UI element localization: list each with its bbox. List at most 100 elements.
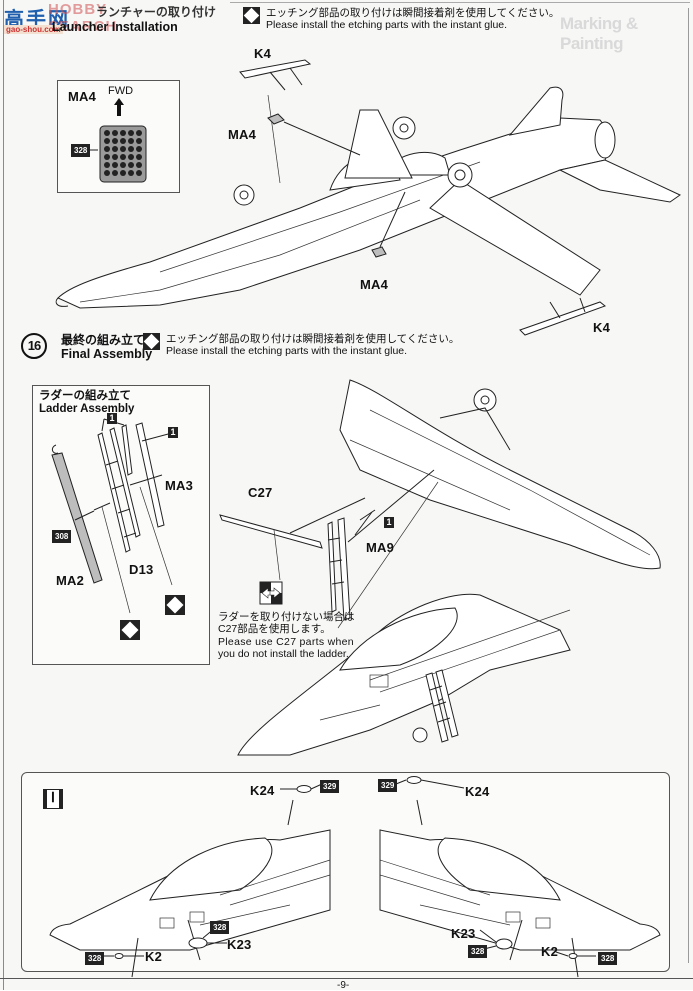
perforation-dot	[112, 154, 118, 160]
callout-ma9: MA9	[366, 540, 395, 555]
color-code-badge: 328	[598, 952, 618, 965]
aircraft-nose-right-drawing	[379, 799, 661, 978]
alt-note-en: Please use C27 parts when	[218, 636, 354, 648]
glue-note-en: Please install the etching parts with th…	[166, 345, 408, 357]
divider	[230, 2, 690, 3]
aircraft-final-drawing	[219, 379, 661, 629]
fwd-arrow-icon	[114, 98, 124, 116]
page-number: -9-	[337, 980, 350, 991]
perforation-dot	[136, 146, 142, 152]
final-title-jp: 最終の組み立て	[61, 333, 146, 347]
alt-note-jp: C27部品を使用します。	[218, 623, 331, 635]
glue-note-jp: エッチング部品の取り付けは瞬間接着剤を使用してください。	[266, 7, 560, 19]
perforation-dot	[128, 146, 134, 152]
aircraft-nose-left-drawing	[49, 799, 331, 978]
callout-k4-bottom: K4	[593, 320, 611, 335]
callout-k2-left: K2	[145, 949, 163, 964]
callout-ma2: MA2	[56, 573, 85, 588]
page-border	[3, 0, 4, 990]
perforation-dot	[136, 138, 142, 144]
callout-k24-right: K24	[465, 784, 490, 799]
color-code-badge: 328	[210, 921, 230, 934]
color-code-badge: 328	[468, 945, 488, 958]
callout-k24-left: K24	[250, 783, 275, 798]
color-code-badge: 328	[71, 144, 91, 157]
perforation-dot	[128, 130, 134, 136]
perforation-dot	[112, 138, 118, 144]
ladder-assembly-drawing	[51, 418, 173, 614]
variant-mark: Ⅰ	[47, 790, 59, 808]
step-number-badge: 16	[21, 333, 47, 359]
perforation-dot	[120, 170, 126, 176]
bend-step-badge: 1	[384, 517, 394, 528]
alt-note-jp: ラダーを取り付けない場合は	[218, 611, 355, 623]
launcher-title-jp: ランチャーの取り付け	[96, 5, 216, 19]
color-code-badge: 328	[85, 952, 105, 965]
k2-part-left	[102, 953, 144, 959]
page-border	[688, 8, 689, 963]
etching-glue-icon	[165, 595, 185, 615]
perforation-dot	[104, 146, 110, 152]
watermark-url: gao-shou.com	[4, 25, 63, 34]
aircraft-nose-ladder-drawing	[237, 593, 571, 756]
perforation-dot	[120, 162, 126, 168]
color-code-badge: 329	[378, 779, 398, 792]
callout-ma4-upper: MA4	[228, 127, 257, 142]
footer-rule	[0, 978, 693, 979]
callout-ma3: MA3	[165, 478, 194, 493]
perforation-dot	[136, 154, 142, 160]
callout-k2-right: K2	[541, 944, 559, 959]
k24-part-left	[280, 783, 323, 793]
bend-step-badge: 1	[107, 413, 117, 424]
ma4-inset-label: MA4	[68, 89, 97, 104]
callout-k23-left: K23	[227, 937, 252, 952]
glue-note-jp: エッチング部品の取り付けは瞬間接着剤を使用してください。	[166, 333, 460, 345]
callout-d13: D13	[129, 562, 154, 577]
callout-k23-right: K23	[451, 926, 476, 941]
watermark-brand-en: HOBBY SEARCH	[48, 1, 118, 35]
ma4-grid-part	[99, 125, 147, 183]
perforation-dot	[128, 138, 134, 144]
callout-k4-top: K4	[254, 46, 272, 61]
perforation-dot	[104, 154, 110, 160]
etching-glue-icon	[243, 7, 260, 24]
perforation-dot	[112, 130, 118, 136]
bleed-through-heading: Marking & Painting	[560, 14, 638, 53]
etching-glue-icon	[120, 620, 140, 640]
perforation-dot	[104, 170, 110, 176]
perforation-dot	[128, 154, 134, 160]
alt-note-en: you do not install the ladder.	[218, 648, 349, 660]
k23-part-left	[188, 927, 227, 949]
variant-mark-badge: Ⅰ	[43, 789, 63, 809]
perforation-dot	[120, 138, 126, 144]
alternative-part-icon	[259, 581, 283, 605]
perforation-dot	[112, 162, 118, 168]
k24-part-right	[395, 776, 465, 789]
perforation-dot	[104, 130, 110, 136]
glue-note-en: Please install the etching parts with th…	[266, 19, 508, 31]
color-code-badge: 329	[320, 780, 340, 793]
ladder-title-en: Ladder Assembly	[39, 403, 135, 415]
watermark: 高手网 HOBBY SEARCH gao-shou.com	[0, 0, 160, 35]
k23-part-right	[479, 929, 513, 950]
perforation-dot	[120, 130, 126, 136]
perforation-dot	[128, 162, 134, 168]
perforation-dot	[136, 130, 142, 136]
k2-part-right	[555, 951, 596, 959]
launcher-title-en: Launcher Installation	[52, 20, 178, 34]
perforation-dot	[112, 146, 118, 152]
perforation-dot	[136, 162, 142, 168]
ladder-title-jp: ラダーの組み立て	[39, 390, 131, 402]
perforation-dot	[112, 170, 118, 176]
perforation-dot	[120, 154, 126, 160]
callout-c27: C27	[248, 485, 273, 500]
leader-line	[90, 149, 98, 151]
aircraft-launcher-drawing	[55, 59, 681, 336]
perforation-dot	[104, 138, 110, 144]
final-title-en: Final Assembly	[61, 347, 153, 361]
fwd-label: FWD	[108, 85, 134, 97]
perforation-dot	[128, 170, 134, 176]
bend-step-badge: 1	[168, 427, 178, 438]
etching-glue-icon	[143, 333, 160, 350]
